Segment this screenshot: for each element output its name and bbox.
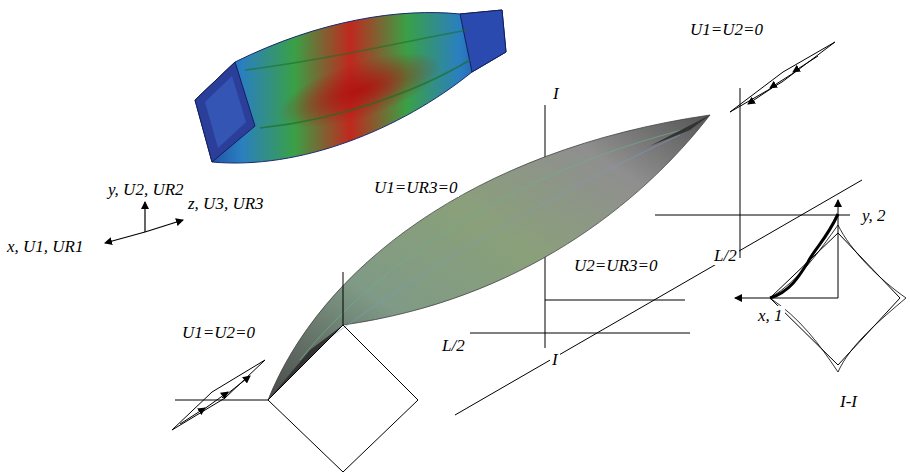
dimension-label: L/2 — [712, 246, 739, 265]
dimension-label: L/2 — [440, 336, 467, 355]
section-mark: I — [550, 350, 560, 369]
boundary-condition: U1=U2=0 — [688, 20, 765, 39]
boundary-condition: U2=UR3=0 — [572, 256, 659, 275]
axis-label: y, U2, UR2 — [106, 180, 186, 199]
section-mark: I — [551, 84, 561, 103]
axis-label: z, U3, UR3 — [186, 194, 266, 213]
boundary-condition: U1=U2=0 — [180, 323, 257, 342]
axis-label: y, 2 — [860, 206, 888, 225]
axis-label: x, U1, UR1 — [5, 237, 85, 256]
section-title: I-I — [838, 392, 859, 411]
boundary-condition: U1=UR3=0 — [372, 178, 459, 197]
axis-label: x, 1 — [756, 306, 785, 325]
